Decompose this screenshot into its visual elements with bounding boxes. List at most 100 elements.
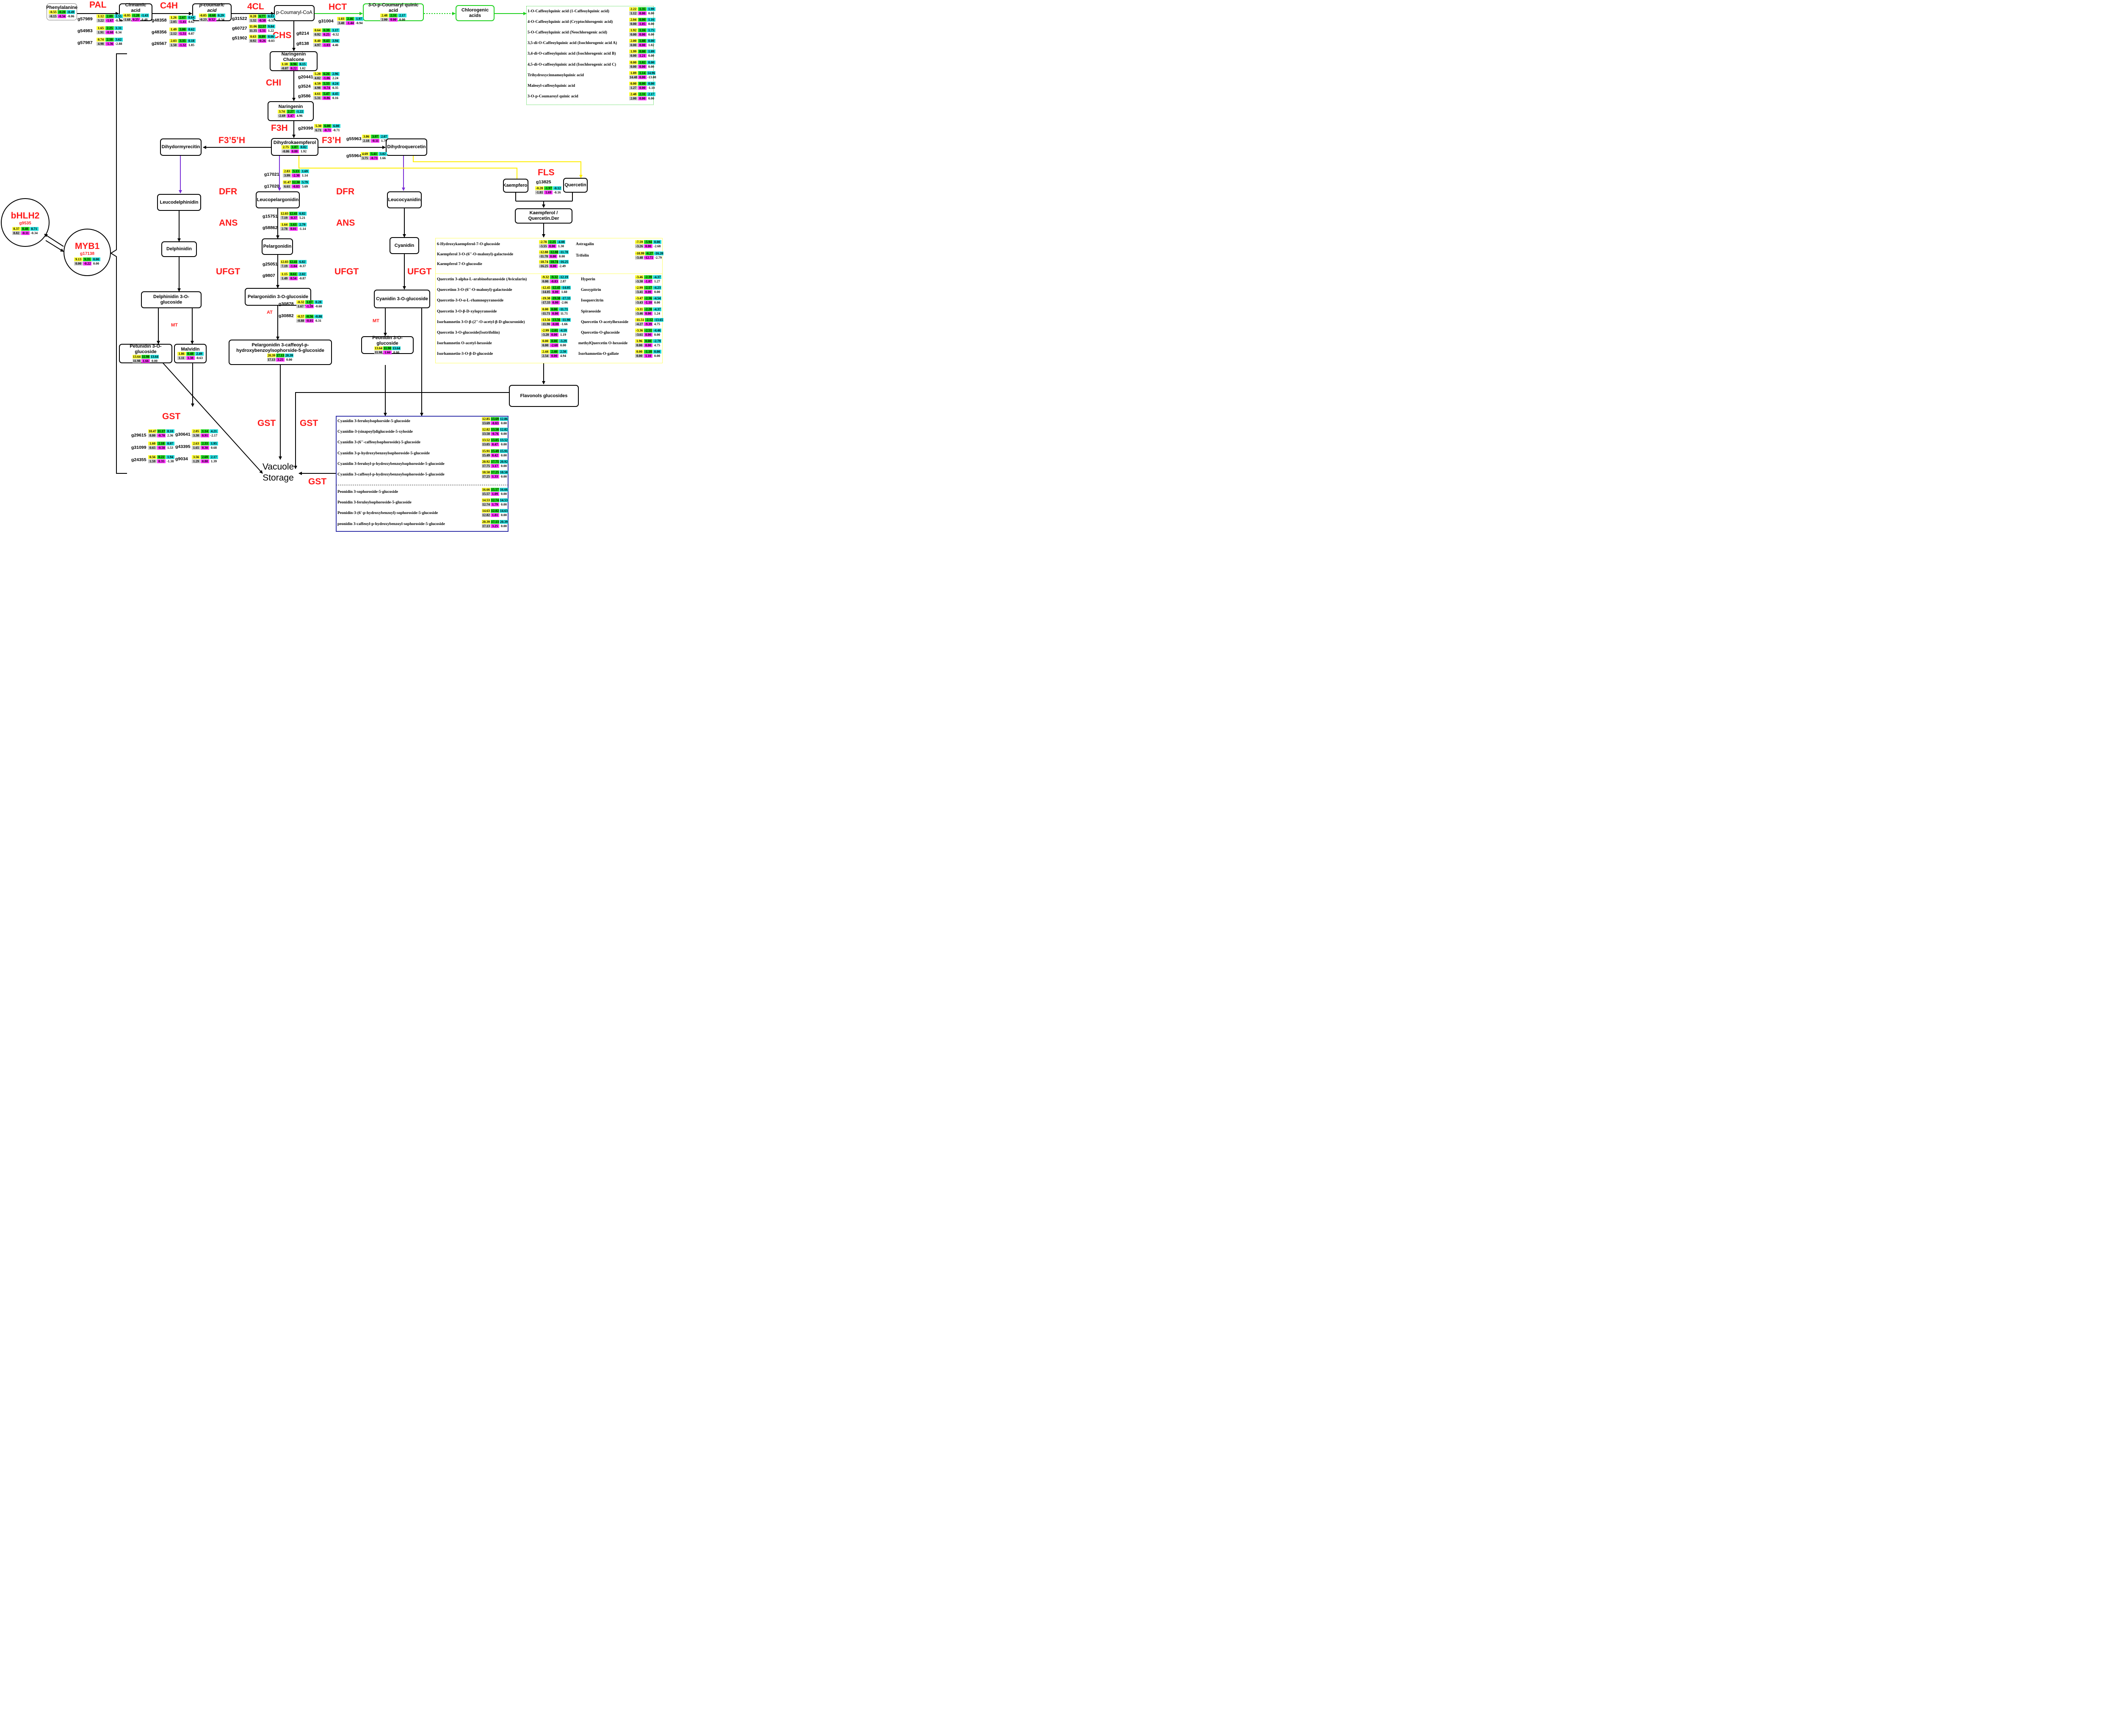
value-cell: 0.00 <box>393 350 399 354</box>
enzyme-ans-left: ANS <box>219 218 238 228</box>
value-cell: 1.38 <box>186 356 195 360</box>
value-cell: 1.10 <box>644 354 652 358</box>
value-cell: 1.59 <box>148 459 157 463</box>
value-cell: 2.00 <box>380 17 389 22</box>
value-cell: 0.87 <box>188 32 194 36</box>
value-cell: 6.82 <box>298 212 307 216</box>
value-cell: 0.00 <box>644 311 652 315</box>
value-cell: -4.37 <box>653 275 661 279</box>
enzyme-f3-h: F3’H <box>322 135 341 145</box>
gene-label-g26567: g26567 <box>152 41 167 46</box>
value-cell: 2.17 <box>210 455 218 459</box>
value-cell: -4.27 <box>635 322 644 326</box>
value-cell: 15.49 <box>482 453 490 457</box>
value-cell: -0.57 <box>296 315 305 318</box>
value-cell: 4.75 <box>654 322 660 326</box>
compound-name: 4-O-Caffeoylquinic acid (Cryptochlorogen… <box>528 20 613 25</box>
value-cell: 2.27 <box>286 109 295 113</box>
value-cell: 5.20 <box>313 72 322 76</box>
value-cell: 0.77 <box>258 14 266 18</box>
value-cell: 13.64 <box>392 346 401 350</box>
gene-label-g3586: g3586 <box>298 94 311 99</box>
enzyme-4cl: 4CL <box>247 2 264 11</box>
value-cell: -12.88 <box>539 250 549 254</box>
value-cell: -3.41 <box>635 290 644 294</box>
value-cell: 14.48 <box>629 75 638 79</box>
value-cell: 17.13 <box>482 524 490 528</box>
value-cell: 3.25 <box>276 357 285 362</box>
value-cell: -0.32 <box>296 300 305 304</box>
value-cell: 0.88 <box>201 459 209 463</box>
value-cell: -2.17 <box>210 434 218 437</box>
node-pelargonidin: Pelargonidin <box>262 238 293 255</box>
value-cell: -4.46 <box>653 329 661 332</box>
value-cell: 9.13 <box>74 257 83 261</box>
value-cell: 2.87 <box>560 279 566 283</box>
value-cell: 0.07 <box>166 442 174 445</box>
value-row: -18.99-6.27-16.20 <box>635 252 664 255</box>
value-cell: 0.00 <box>648 33 654 37</box>
value-row: -3.47-2.36-4.54 <box>635 296 661 301</box>
value-cell: 0.47 <box>491 442 499 447</box>
value-cell: 3.35 <box>178 39 187 43</box>
value-cell: -17.33 <box>561 296 571 301</box>
value-cell: 0.00 <box>541 279 550 283</box>
value-cell: -11.51 <box>635 318 645 322</box>
compound-name: Cyanidin 3-feruloylsophorside-5-glucosid… <box>337 419 410 423</box>
value-cell: 13.58 <box>491 428 499 432</box>
value-cell: 0.00 <box>629 22 638 26</box>
value-cell: 14.53 <box>500 498 508 503</box>
gene-label-g48356: g48356 <box>152 30 167 35</box>
value-cell: 20.92 <box>500 459 508 464</box>
value-cell: 11.98 <box>383 346 392 350</box>
value-cell: -18.99 <box>635 252 645 255</box>
value-cell: 3.97 <box>371 135 379 138</box>
value-cell: -2.79 <box>653 339 661 343</box>
value-cell: 0.29 <box>216 13 225 17</box>
value-cell: 17.13 <box>267 357 276 362</box>
value-cell: 1.66 <box>141 359 150 363</box>
value-cell: 0.00 <box>635 350 644 354</box>
value-cell: -1.06 <box>322 76 331 80</box>
value-cell: -1.03 <box>322 43 331 47</box>
gene-label-g31099: g31099 <box>131 445 146 450</box>
value-cell: -1.97 <box>544 186 553 190</box>
value-cell: -5.94 <box>644 240 652 244</box>
value-cell: 12.74 <box>491 498 499 503</box>
value-cell: -1.67 <box>105 19 114 22</box>
value-cell: 1.17 <box>331 28 340 32</box>
value-cell: 4.75 <box>654 343 660 348</box>
value-cell: -2.99 <box>635 286 644 290</box>
value-cell: 15.57 <box>482 492 490 496</box>
value-cell: 1.02 <box>648 43 654 47</box>
value-cell: 0.00 <box>550 354 558 358</box>
value-cell: 0.00 <box>629 60 638 64</box>
value-row: -2.99-2.01-4.19 <box>541 329 567 332</box>
value-cell: -14.05 <box>561 286 571 290</box>
value-cell: 6.82 <box>298 260 307 264</box>
value-cell: -11.71 <box>559 307 569 311</box>
gene-label-g57989: g57989 <box>77 17 93 22</box>
gene-label-g31522: g31522 <box>232 16 247 21</box>
value-cell: 1.66 <box>383 350 392 354</box>
value-cell: -0.76 <box>491 432 499 436</box>
value-row: -0.15-0.34-0.06 <box>49 14 75 19</box>
